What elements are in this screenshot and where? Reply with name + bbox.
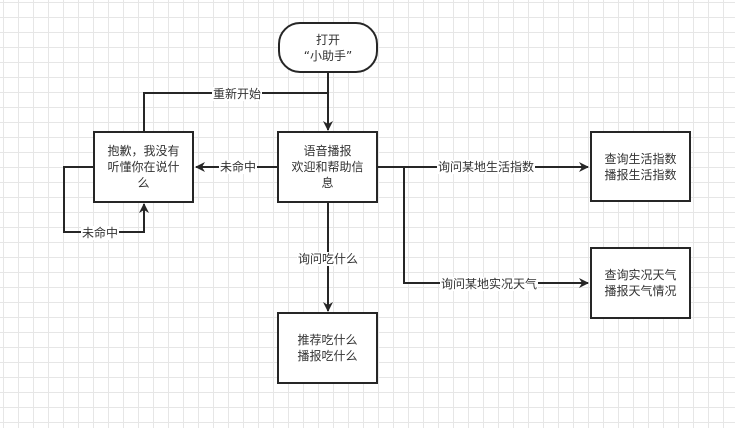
edge-label-ask-weather: 询问某地实况天气 [439,277,539,291]
edge-label-miss-from-welcome: 未命中 [218,160,258,174]
node-sorry[interactable]: 抱歉，我没有 听懂你在说什 么 [93,131,194,203]
node-welcome[interactable]: 语音播报 欢迎和帮助信 息 [277,131,378,203]
edge-label-miss-loop: 未命中 [80,226,120,240]
edge-label-ask-food: 询问吃什么 [296,252,360,266]
node-life-index[interactable]: 查询生活指数 播报生活指数 [590,131,691,202]
edge-ask-weather [403,167,589,288]
node-start[interactable]: 打开 “小助手” [278,22,378,73]
edge-label-ask-life-index: 询问某地生活指数 [436,160,536,174]
node-food[interactable]: 推荐吃什么 播报吃什么 [277,312,378,384]
node-weather[interactable]: 查询实况天气 播报天气情况 [590,247,691,319]
edge-miss-loop [63,166,149,233]
edge-label-restart: 重新开始 [211,87,263,101]
edge-restart [143,92,328,131]
